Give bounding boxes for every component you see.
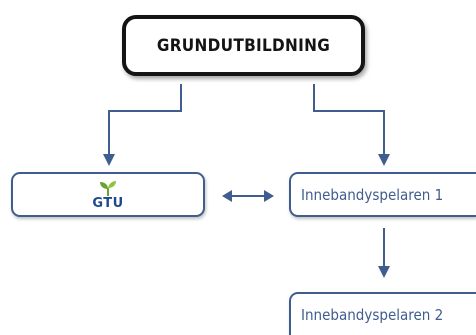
arrowhead-right (264, 190, 274, 202)
gtu-logo-text: GTU (92, 195, 124, 211)
node-innebandyspelaren-2-label: Innebandyspelaren 2 (301, 305, 444, 324)
arrowhead-inne2 (378, 266, 390, 278)
node-innebandyspelaren-2: Innebandyspelaren 2 (289, 292, 476, 335)
node-innebandyspelaren-1-label: Innebandyspelaren 1 (301, 185, 444, 204)
sprout-icon (100, 180, 116, 196)
arrowhead-inne1 (378, 154, 390, 166)
node-gtu: GTU (11, 172, 205, 217)
edge-root-to-inne1 (313, 84, 385, 158)
edge-root-to-gtu (108, 84, 182, 158)
node-innebandyspelaren-1: Innebandyspelaren 1 (289, 172, 476, 217)
gtu-logo: GTU (90, 180, 126, 210)
node-grundutbildning: GRUNDUTBILDNING (122, 15, 365, 76)
arrowhead-gtu (103, 154, 115, 166)
arrowhead-left (222, 190, 232, 202)
node-grundutbildning-label: GRUNDUTBILDNING (156, 35, 331, 56)
